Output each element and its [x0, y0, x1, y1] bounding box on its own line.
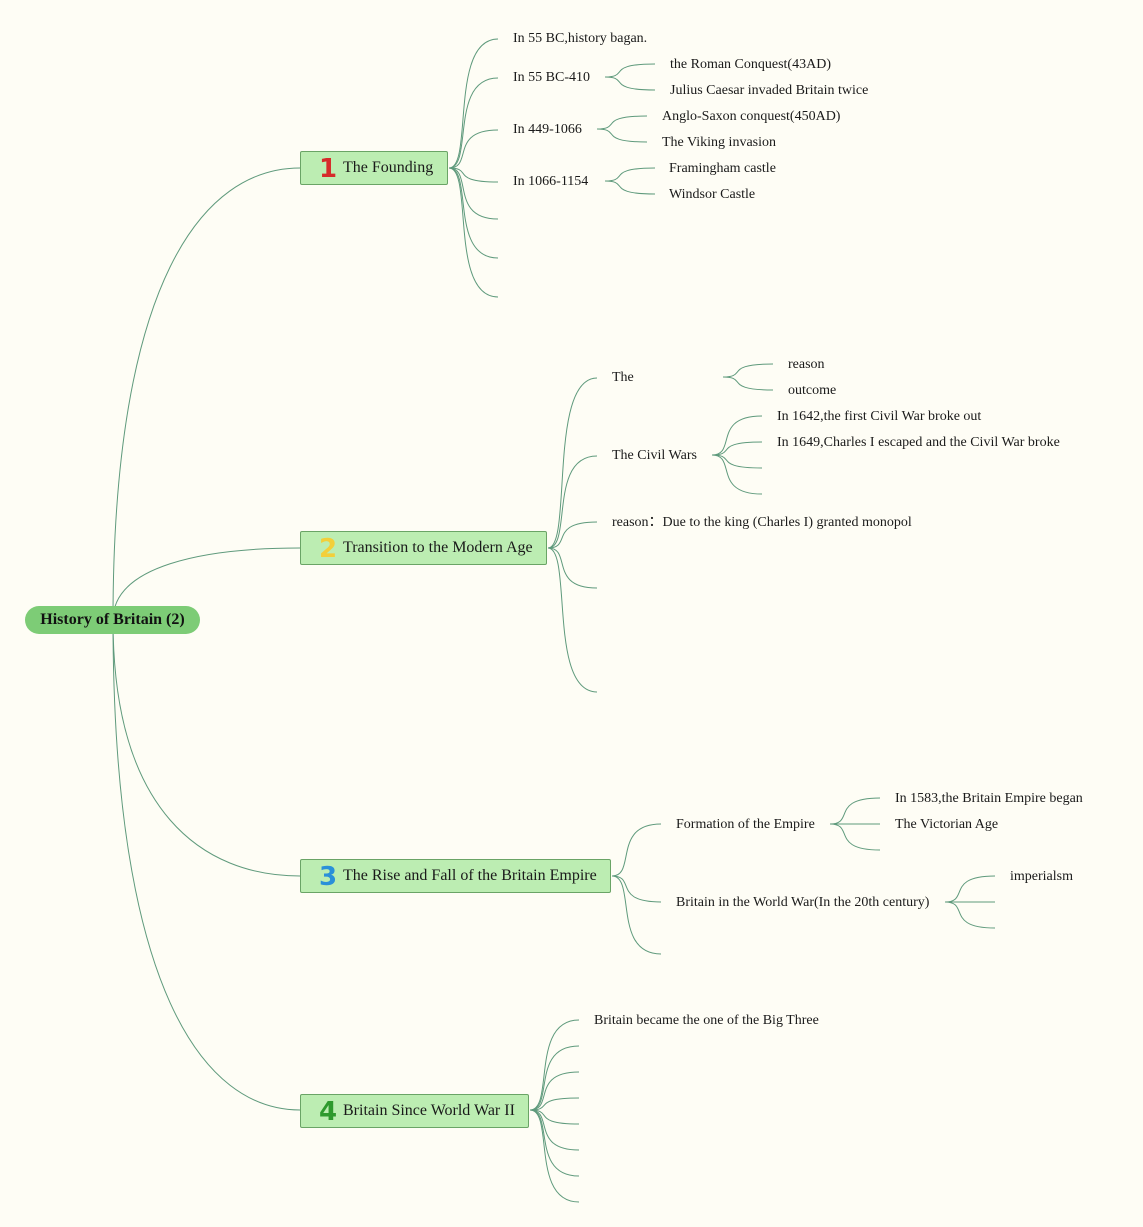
topic3-branch-line — [611, 875, 662, 903]
leaf-windsor-castle[interactable]: Windsor Castle — [669, 187, 756, 202]
sub-branch-line — [604, 167, 656, 182]
number-2-icon: 2 — [319, 534, 338, 564]
sub-branch-line — [604, 63, 656, 78]
root-branch-line — [112, 547, 301, 621]
sub-branch-line — [711, 415, 763, 456]
topic4-branch-line — [529, 1045, 580, 1111]
topic2-branch-line — [547, 521, 598, 549]
sub-branch-line — [711, 454, 763, 495]
sub-branch-line — [829, 823, 881, 851]
leaf-imperialism[interactable]: imperialsm — [1010, 869, 1073, 884]
topic3-branch-line — [611, 875, 662, 955]
topic4-branch-line — [529, 1109, 580, 1151]
topic-label: The Founding — [343, 159, 434, 176]
leaf-victorian-age[interactable]: The Victorian Age — [895, 817, 999, 832]
sub-branch-line — [596, 128, 648, 143]
root-label: History of Britain (2) — [40, 611, 185, 628]
topic-label: Transition to the Modern Age — [343, 539, 533, 556]
leaf-55bc-410[interactable]: In 55 BC-410 — [513, 70, 590, 85]
topic2-branch-line — [547, 377, 598, 549]
topic4-branch-line — [529, 1109, 580, 1203]
leaf-civil-wars[interactable]: The Civil Wars — [612, 448, 697, 463]
sub-branch-line — [596, 115, 648, 130]
topic4-branch-line — [529, 1071, 580, 1111]
topic-the-founding[interactable]: 1 The Founding — [300, 151, 448, 185]
topic-since-ww2[interactable]: 4 Britain Since World War II — [300, 1094, 529, 1128]
leaf-anglo-saxon[interactable]: Anglo-Saxon conquest(450AD) — [662, 109, 841, 124]
topic1-branch-line — [448, 38, 499, 169]
leaf-roman-conquest[interactable]: the Roman Conquest(43AD) — [670, 57, 831, 72]
leaf-formation-empire[interactable]: Formation of the Empire — [676, 817, 815, 832]
leaf-the[interactable]: The — [612, 370, 634, 385]
leaf-outcome[interactable]: outcome — [788, 383, 837, 398]
topic2-branch-line — [547, 547, 598, 589]
leaf-55bc-history[interactable]: In 55 BC,history bagan. — [513, 31, 648, 46]
topic-label: Britain Since World War II — [343, 1102, 515, 1119]
topic1-branch-line — [448, 167, 499, 220]
sub-branch-line — [711, 441, 763, 456]
topic1-branch-line — [448, 129, 499, 169]
topic4-branch-line — [529, 1097, 580, 1111]
sub-branch-line — [944, 901, 996, 929]
leaf-1583-empire[interactable]: In 1583,the Britain Empire began — [895, 791, 1083, 806]
leaf-reason-monopol[interactable]: reason：Due to the king (Charles I) grant… — [612, 515, 912, 530]
number-1-icon: 1 — [319, 154, 338, 184]
topic-transition-modern-age[interactable]: 2 Transition to the Modern Age — [300, 531, 547, 565]
topic1-branch-line — [448, 167, 499, 259]
sub-branch-line — [944, 875, 996, 903]
sub-branch-line — [722, 376, 774, 391]
leaf-viking-invasion[interactable]: The Viking invasion — [662, 135, 777, 150]
leaf-1642-civil-war[interactable]: In 1642,the first Civil War broke out — [777, 409, 982, 424]
sub-branch-line — [829, 797, 881, 825]
root-topic[interactable]: History of Britain (2) — [25, 606, 200, 634]
sub-branch-line — [604, 180, 656, 195]
topic1-branch-line — [448, 167, 499, 298]
root-branch-line — [112, 167, 301, 621]
number-3-icon: 3 — [319, 862, 338, 892]
topic3-branch-line — [611, 823, 662, 877]
root-branch-line — [112, 619, 301, 877]
leaf-framingham-castle[interactable]: Framingham castle — [669, 161, 776, 176]
leaf-1649-charles[interactable]: In 1649,Charles I escaped and the Civil … — [777, 435, 1060, 450]
topic2-branch-line — [547, 455, 598, 549]
topic4-branch-line — [529, 1109, 580, 1177]
sub-branch-line — [604, 76, 656, 91]
leaf-world-war[interactable]: Britain in the World War(In the 20th cen… — [676, 895, 930, 910]
number-4-icon: 4 — [319, 1097, 338, 1127]
topic1-branch-line — [448, 77, 499, 169]
root-branch-line — [112, 619, 301, 1111]
topic2-branch-line — [547, 547, 598, 693]
topic1-branch-line — [448, 167, 499, 183]
leaf-julius-caesar[interactable]: Julius Caesar invaded Britain twice — [670, 83, 869, 98]
topic4-branch-line — [529, 1109, 580, 1125]
sub-branch-line — [711, 454, 763, 469]
topic-label: The Rise and Fall of the Britain Empire — [343, 867, 597, 884]
sub-branch-line — [722, 363, 774, 378]
leaf-449-1066[interactable]: In 449-1066 — [513, 122, 582, 137]
topic4-branch-line — [529, 1019, 580, 1111]
leaf-1066-1154[interactable]: In 1066-1154 — [513, 174, 589, 189]
leaf-big-three[interactable]: Britain became the one of the Big Three — [594, 1013, 819, 1028]
topic-rise-fall-empire[interactable]: 3 The Rise and Fall of the Britain Empir… — [300, 859, 611, 893]
leaf-reason[interactable]: reason — [788, 357, 825, 372]
